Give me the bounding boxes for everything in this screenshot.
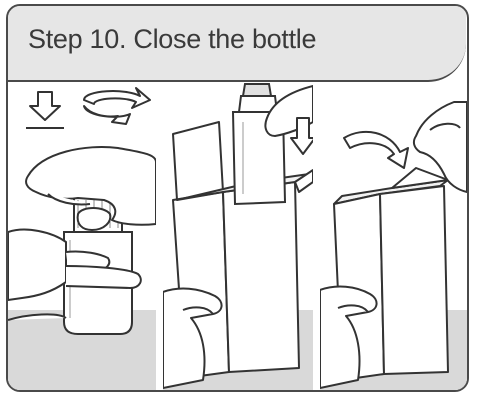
panel-twist-cap	[8, 82, 156, 392]
curved-arrow-icon	[344, 132, 408, 168]
panel-close-box	[320, 82, 467, 392]
twist-cap-illustration	[8, 82, 156, 392]
panel-divider	[313, 82, 320, 392]
rotate-arrow-icon	[84, 88, 150, 124]
step-title: Step 10. Close the bottle	[28, 24, 316, 55]
upper-hand	[26, 147, 156, 230]
step-card: Step 10. Close the bottle	[6, 4, 469, 392]
panel-insert-bottle	[163, 82, 313, 392]
step-header: Step 10. Close the bottle	[8, 6, 466, 82]
close-box-illustration	[320, 82, 467, 392]
push-down-arrow-icon	[26, 92, 64, 128]
panel-divider	[156, 82, 163, 392]
insert-bottle-illustration	[163, 82, 313, 392]
